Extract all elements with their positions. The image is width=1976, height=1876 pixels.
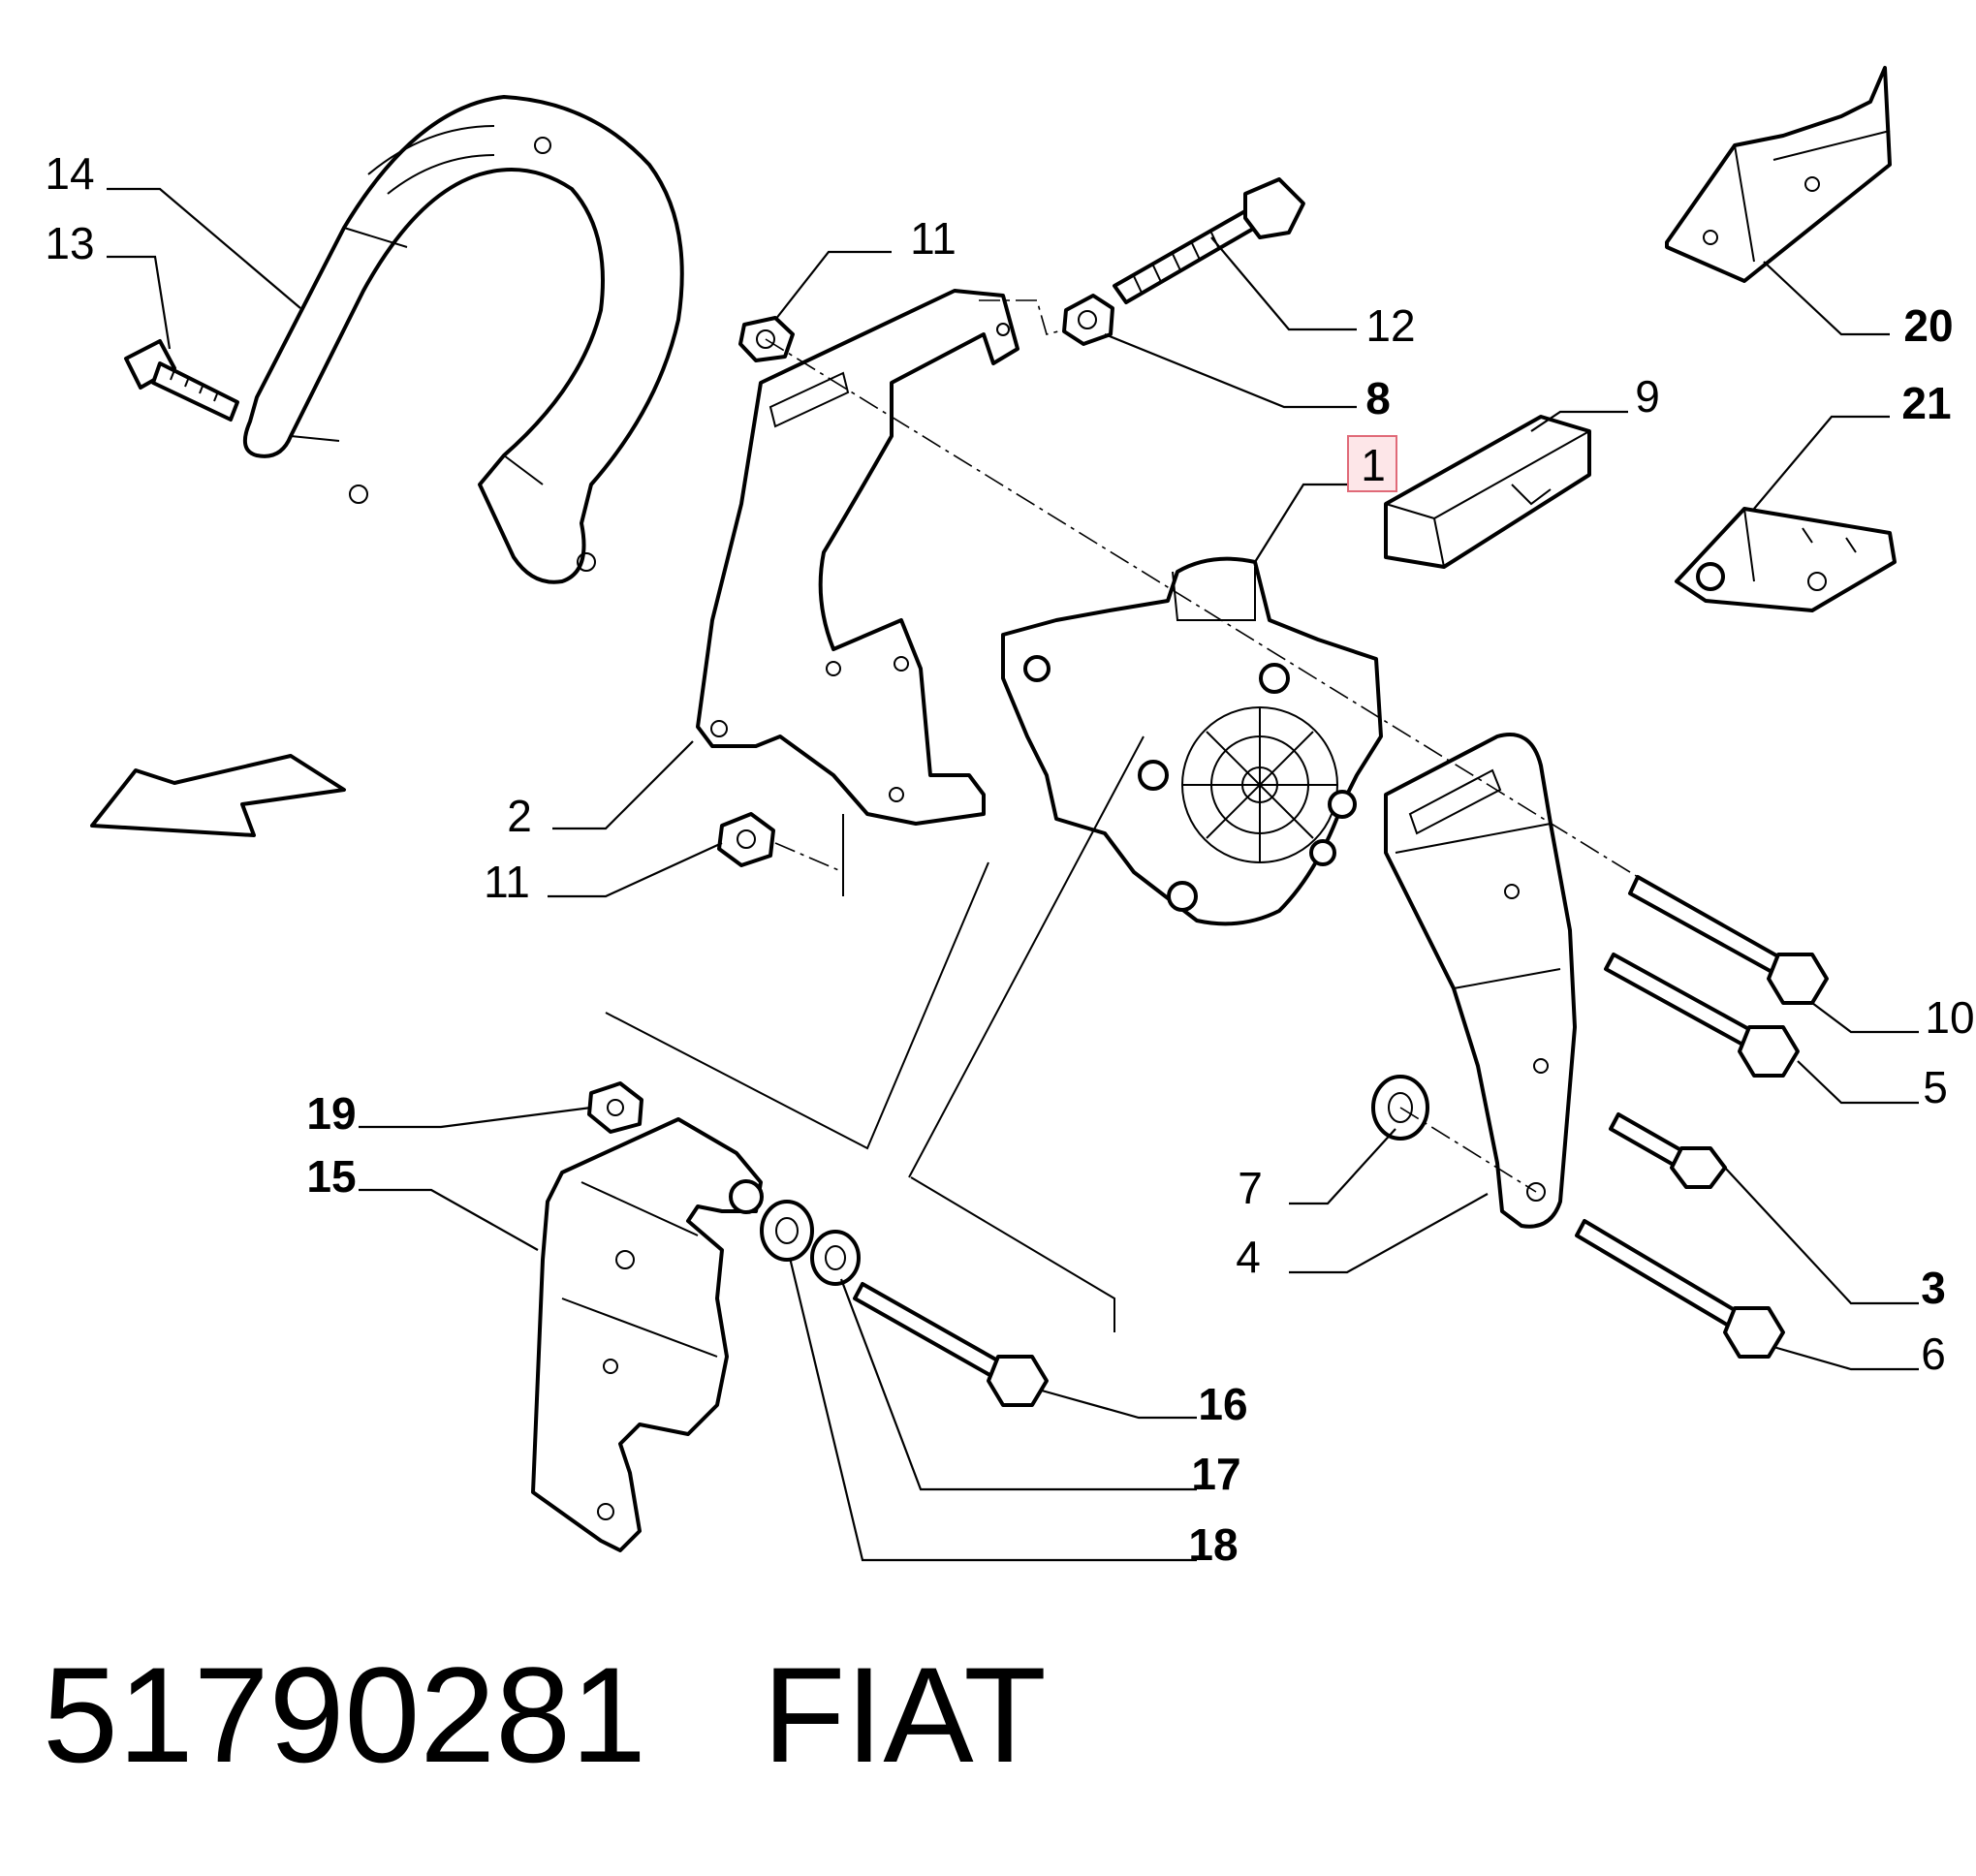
- bolt-part-16: [853, 1282, 1049, 1407]
- callout-9: 9: [1635, 371, 1660, 422]
- bolt-part-5: [1604, 953, 1800, 1078]
- callout-20: 20: [1903, 300, 1953, 351]
- highlight-box: [1347, 435, 1397, 492]
- callout-11-upper: 11: [910, 213, 957, 264]
- callout-13: 13: [45, 218, 94, 268]
- lower-bracket-part-15: [531, 1117, 764, 1552]
- callout-14: 14: [45, 148, 94, 199]
- callout-10: 10: [1925, 992, 1974, 1043]
- callout-11-lower: 11: [484, 857, 530, 907]
- brand-name: FIAT: [762, 1639, 1047, 1791]
- nut-part-19: [587, 1081, 643, 1134]
- callout-21: 21: [1901, 378, 1951, 428]
- long-bracket-part-4: [1384, 733, 1577, 1229]
- callout-19: 19: [306, 1088, 356, 1139]
- long-bolt-part-12: [1113, 177, 1305, 304]
- small-bracket-part-21: [1675, 507, 1897, 612]
- alignment-lines: [605, 299, 1639, 1332]
- mounting-plate-part-2: [696, 289, 1019, 826]
- bolt-part-13: [124, 339, 239, 422]
- callout-1: 1: [1361, 440, 1386, 490]
- callout-labels: 1 2 3 4 5 6 7 8 9 10 11 11 12 13 14 15 1…: [45, 148, 1974, 1570]
- callout-6: 6: [1921, 1329, 1946, 1379]
- washer-part-17: [810, 1230, 861, 1286]
- direction-arrow-icon: [90, 754, 346, 837]
- callout-17: 17: [1191, 1449, 1240, 1499]
- callout-7: 7: [1238, 1163, 1263, 1213]
- callout-3: 3: [1921, 1263, 1946, 1313]
- callout-4: 4: [1236, 1232, 1261, 1282]
- strap-bracket-part-14: [242, 95, 684, 584]
- bolt-part-6: [1575, 1219, 1785, 1359]
- callout-12: 12: [1365, 300, 1415, 351]
- bolt-part-10: [1628, 875, 1829, 1005]
- part-number: 51790281: [43, 1639, 646, 1791]
- water-pump-part-1: [1001, 556, 1383, 926]
- nut-part-8: [1062, 294, 1114, 346]
- callout-5: 5: [1923, 1062, 1948, 1112]
- callout-2: 2: [507, 791, 532, 841]
- leader-lines: [107, 187, 1919, 1562]
- washer-part-18: [760, 1200, 814, 1262]
- callout-8: 8: [1365, 373, 1391, 423]
- nut-part-11-lower: [717, 812, 775, 867]
- bolt-part-3: [1609, 1112, 1727, 1189]
- block-part-9: [1384, 415, 1591, 569]
- callout-18: 18: [1188, 1519, 1238, 1570]
- angle-bracket-part-20: [1665, 66, 1892, 283]
- callout-15: 15: [306, 1151, 356, 1202]
- callout-16: 16: [1198, 1379, 1247, 1429]
